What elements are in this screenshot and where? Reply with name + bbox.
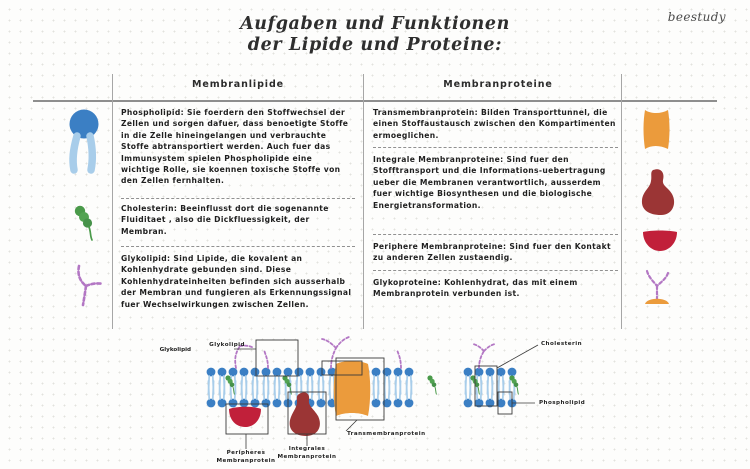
protein-entry-text-1: Integrale Membranproteine: Sind fuer den… [373,155,606,210]
label-glykolipid: Glykolipid [209,342,245,348]
lipid-entry-text-0: Phospholipid: Sie foerdern den Stoffwech… [121,108,349,186]
header-rule [33,100,717,102]
transmembranprotein-shape [333,361,371,416]
membrane-diagram-svg: Glykolipid [160,336,539,449]
leader-lines [234,344,539,449]
glykoprotein-icon [637,266,679,312]
page-title: Aufgaben und Funktionen der Lipide und P… [0,14,750,56]
column-divider-1 [112,74,114,329]
protein-separator-2 [373,270,618,271]
cholesterin-molecules [224,374,519,395]
protein-entry-text-2: Periphere Membranproteine: Sind fuer den… [373,242,611,263]
label-cholesterin: Cholesterin [541,341,583,347]
phospholipid-icon [63,108,105,180]
page-title-line-1: Aufgaben und Funktionen [240,14,510,34]
peripheres-membranprotein-icon [641,229,679,257]
protein-entry-text-3: Glykoproteine: Kohlenhydrat, das mit ein… [373,278,578,299]
integrales-membranprotein-icon [637,167,681,221]
column-divider-3 [621,74,623,329]
column-header-lipids: Membranlipide [192,79,284,90]
page-title-line-2: der Lipide und Proteine: [247,35,503,55]
label-phospholipid: Phospholipid [539,400,586,406]
column-header-proteins: Membranproteine [443,79,553,90]
content-table: Membranlipide Membranproteine [33,74,717,329]
protein-separator-1 [373,234,618,235]
protein-entry-text-0: Transmembranprotein: Bilden Transporttun… [373,108,616,140]
lipid-separator-0 [121,198,355,199]
diagram-label-glykolipid: Glykolipid [160,347,191,353]
membrane-diagram: Glykolipid Glykolipid Cholesterin Phosph… [0,330,750,469]
glykolipid-icon [67,260,109,312]
peripheres-membranprotein-shape [229,406,261,427]
label-peripheres-membranprotein: Peripheres Membranprotein [216,450,276,464]
transmembranprotein-icon [637,106,677,158]
protein-separator-0 [373,147,618,148]
label-transmembranprotein: Transmembranprotein [347,431,426,437]
cholesterin-icon [71,204,101,248]
label-integrales-membranprotein: Integrales Membranprotein [277,446,337,460]
integrales-membranprotein-shape [289,392,320,436]
column-divider-2 [363,74,365,329]
lipid-entry-text-1: Cholesterin: Beeinflusst dort die sogena… [121,204,329,236]
lipid-separator-1 [121,246,355,247]
brand-watermark: beestudy [667,10,726,24]
lipid-entry-text-2: Glykolipid: Sind Lipide, die kovalent an… [121,254,352,309]
